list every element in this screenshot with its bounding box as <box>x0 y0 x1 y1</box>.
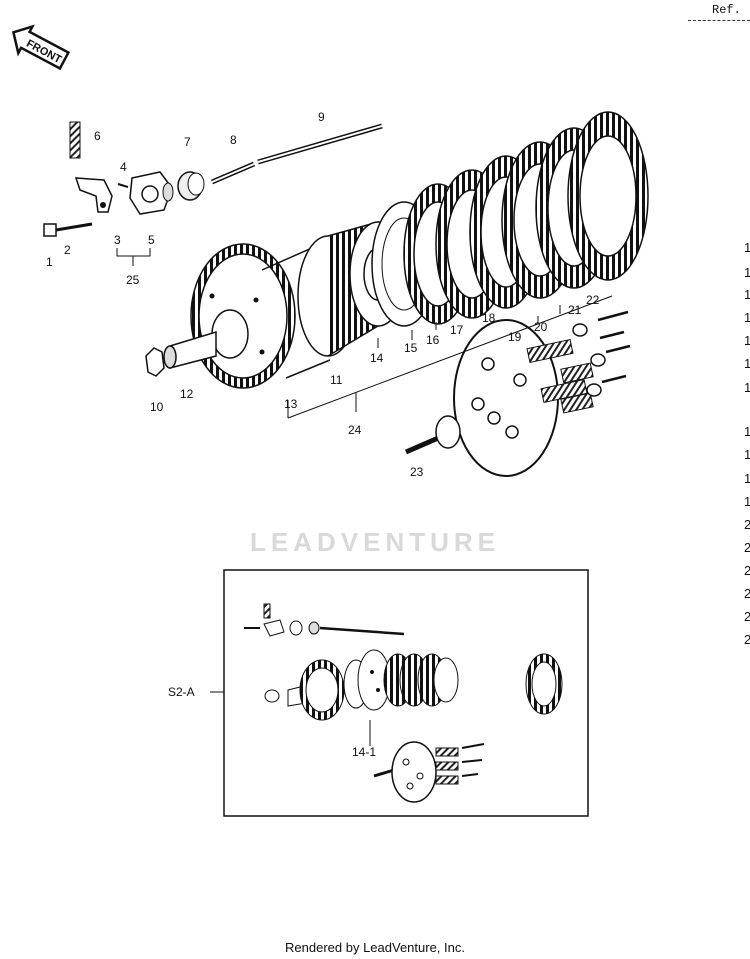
ref-rule <box>688 20 750 21</box>
edge-digit: 2 <box>744 563 750 578</box>
edge-digit: 1 <box>744 333 750 348</box>
release-mechanism <box>43 121 383 266</box>
bolts-part-22 <box>597 310 631 384</box>
front-arrow-badge: FRONT <box>11 24 71 71</box>
callout-3: 3 <box>114 233 121 247</box>
inset-label: S2-A <box>168 685 195 699</box>
callout-21: 21 <box>568 303 582 317</box>
sleeve-part-12 <box>163 330 217 369</box>
callout-22: 22 <box>586 293 600 307</box>
callout-11: 11 <box>330 373 343 387</box>
callout-19: 19 <box>508 330 522 344</box>
callout-6: 6 <box>94 129 101 143</box>
inset-callout-14-1: 14-1 <box>352 745 376 759</box>
callout-25: 25 <box>126 273 140 287</box>
edge-digit: 1 <box>744 287 750 302</box>
ref-label: Ref. <box>712 3 741 17</box>
springs-part-20 <box>526 338 594 414</box>
callout-16: 16 <box>426 333 440 347</box>
edge-digit: 1 <box>744 265 750 280</box>
callout-8: 8 <box>230 133 237 147</box>
edge-digit: 2 <box>744 586 750 601</box>
release-body-part-5 <box>129 171 174 215</box>
clutch-housing-part-13 <box>190 239 331 389</box>
callout-labels: 1 2 3 4 5 6 7 8 9 10 11 12 13 14 15 16 1… <box>46 110 600 479</box>
leader-lines <box>287 295 613 419</box>
spring-part-6 <box>69 121 81 159</box>
clutch-plate-stack <box>371 111 649 327</box>
washer-part-10 <box>145 347 165 377</box>
callout-12: 12 <box>180 387 194 401</box>
callout-17: 17 <box>450 323 464 337</box>
edge-digit: 2 <box>744 632 750 647</box>
edge-digit: 1 <box>744 356 750 371</box>
callout-23: 23 <box>410 465 424 479</box>
callout-9: 9 <box>318 110 325 124</box>
pressure-plate-part-19 <box>453 319 559 477</box>
edge-digit: 2 <box>744 517 750 532</box>
edge-digit: 1 <box>744 310 750 325</box>
pushrod-part-23 <box>405 415 461 455</box>
callout-13: 13 <box>284 397 298 411</box>
callout-7: 7 <box>184 135 191 149</box>
inset-box: S2-A 14-1 <box>168 569 589 817</box>
callout-1: 1 <box>46 255 53 269</box>
lever-part-3 <box>74 177 113 213</box>
edge-digit: 2 <box>744 540 750 555</box>
callout-20: 20 <box>534 320 548 334</box>
edge-digit: 1 <box>744 447 750 462</box>
watermark: LEADVENTURE <box>249 527 500 557</box>
callout-4: 4 <box>120 160 127 174</box>
edge-digit: 1 <box>744 380 750 395</box>
callout-14: 14 <box>370 351 384 365</box>
edge-digit: 1 <box>744 494 750 509</box>
callout-2: 2 <box>64 243 71 257</box>
callout-5: 5 <box>148 233 155 247</box>
callout-18: 18 <box>482 311 496 325</box>
edge-digit: 1 <box>744 471 750 486</box>
callout-10: 10 <box>150 400 164 414</box>
washers-part-21 <box>572 323 606 397</box>
footer-credit: Rendered by LeadVenture, Inc. <box>285 940 465 955</box>
callout-24: 24 <box>348 423 362 437</box>
edge-digit: 2 <box>744 609 750 624</box>
edge-digit: 1 <box>744 240 750 255</box>
callout-15: 15 <box>404 341 418 355</box>
edge-digit: 1 <box>744 424 750 439</box>
